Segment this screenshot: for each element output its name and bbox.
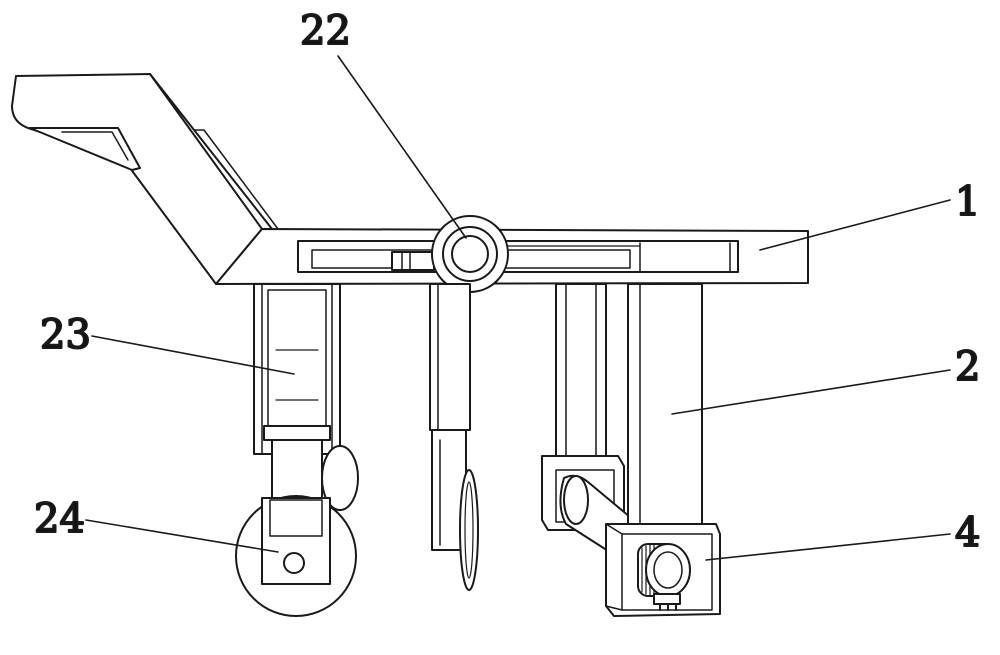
callout-2: 2 [955,344,980,390]
front-wheel [235,495,357,617]
callout-1: 1 [955,179,980,225]
rear-wheel [321,445,359,511]
leader-24 [85,519,279,553]
leader-2 [671,369,951,415]
callout-23: 23 [40,312,91,358]
pivot-hub [391,215,509,293]
callout-24: 24 [34,496,85,542]
leader-22 [337,55,467,239]
callout-22: 22 [300,8,351,54]
leader-23 [91,335,295,375]
front-right-column [627,283,703,525]
motor-drum [637,543,691,611]
push-handle [11,73,279,285]
cutter-blade [459,469,479,591]
leader-lines [85,55,951,561]
leader-4 [705,533,951,561]
leader-1 [759,199,951,251]
callout-4: 4 [955,510,980,556]
main-frame [215,228,809,285]
